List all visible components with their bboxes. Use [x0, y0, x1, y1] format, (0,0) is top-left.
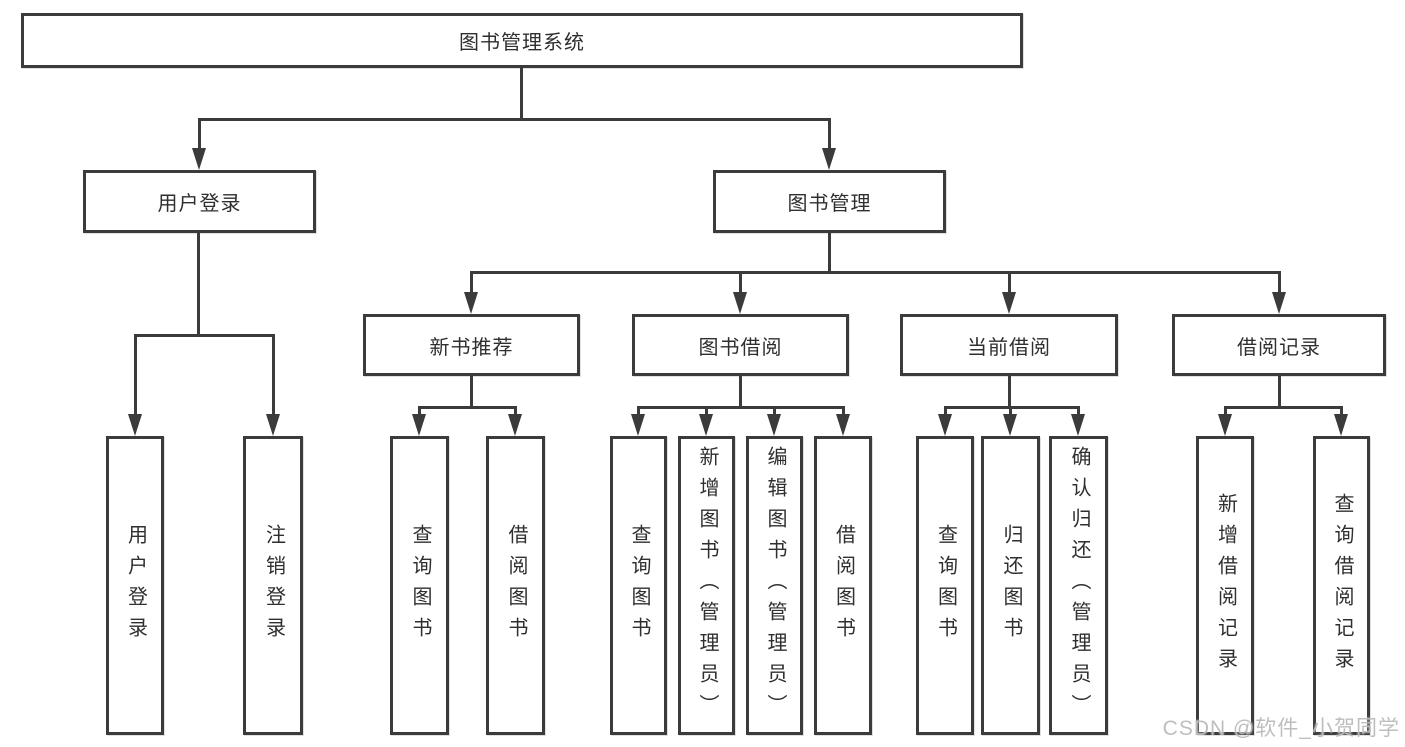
connector-line: [773, 406, 776, 416]
node-book-management: 图书管理: [713, 170, 946, 233]
connector-line: [198, 118, 831, 121]
leaf-logout-label: 注销登录: [262, 523, 285, 648]
connector-line: [1278, 376, 1281, 409]
leaf-user-login: 用户登录: [106, 436, 164, 735]
arrowhead-icon: [836, 414, 850, 436]
node-new-book-recommend: 新书推荐: [363, 314, 580, 376]
leaf-return-book: 归还图书: [981, 436, 1040, 735]
connector-line: [197, 233, 200, 336]
connector-line: [514, 406, 517, 416]
leaf-query-borrow-record: 查询借阅记录: [1313, 436, 1370, 735]
connector-line: [470, 271, 1280, 274]
node-user-login: 用户登录: [83, 170, 316, 233]
watermark: CSDN @软件_小贺同学: [1162, 717, 1400, 740]
connector-line: [1008, 271, 1011, 294]
leaf-user-login-label: 用户登录: [124, 523, 147, 648]
leaf-query-book-recommend-label: 查询图书: [409, 523, 431, 648]
connector-line: [520, 68, 523, 120]
leaf-confirm-return-admin-label: 确认归还（管理员）: [1068, 446, 1090, 725]
connector-line: [1009, 406, 1012, 416]
connector-line: [739, 271, 742, 294]
connector-line: [1278, 271, 1281, 294]
connector-line: [944, 406, 947, 416]
node-current-borrowing-label: 当前借阅: [967, 336, 1051, 359]
leaf-add-book-admin-label: 新增图书（管理员）: [696, 446, 718, 725]
arrowhead-icon: [508, 414, 522, 436]
leaf-borrow-book-recommend: 借阅图书: [486, 436, 545, 735]
connector-line: [134, 334, 137, 414]
connector-line: [944, 406, 1080, 409]
node-new-book-recommend-label: 新书推荐: [429, 336, 514, 359]
connector-line: [198, 118, 201, 150]
arrowhead-icon: [1218, 414, 1232, 436]
leaf-query-book-current-label: 查询图书: [934, 523, 957, 648]
leaf-return-book-label: 归还图书: [1000, 523, 1022, 648]
arrowhead-icon: [733, 292, 747, 314]
leaf-query-borrow-record-label: 查询借阅记录: [1331, 492, 1353, 679]
connector-line: [470, 271, 473, 294]
connector-line: [418, 406, 517, 409]
arrowhead-icon: [767, 414, 781, 436]
leaf-query-book-borrowing-label: 查询图书: [628, 523, 650, 648]
node-root: 图书管理系统: [21, 13, 1023, 68]
connector-line: [470, 376, 473, 409]
connector-line: [739, 376, 742, 409]
connector-line: [134, 334, 275, 337]
leaf-add-book-admin: 新增图书（管理员）: [678, 436, 735, 735]
leaf-borrow-book-recommend-label: 借阅图书: [505, 523, 527, 648]
connector-line: [1340, 406, 1343, 416]
node-book-management-label: 图书管理: [787, 193, 872, 215]
connector-line: [637, 406, 640, 416]
arrowhead-icon: [192, 148, 206, 170]
leaf-query-book-borrowing: 查询图书: [610, 436, 667, 735]
node-book-borrowing-label: 图书借阅: [698, 336, 783, 359]
leaf-query-book-current: 查询图书: [916, 436, 974, 735]
node-borrow-records-label: 借阅记录: [1237, 336, 1321, 359]
leaf-confirm-return-admin: 确认归还（管理员）: [1049, 436, 1108, 735]
connector-line: [705, 406, 708, 416]
arrowhead-icon: [464, 292, 478, 314]
arrowhead-icon: [1003, 414, 1017, 436]
arrowhead-icon: [1071, 414, 1085, 436]
arrowhead-icon: [699, 414, 713, 436]
arrowhead-icon: [822, 148, 836, 170]
leaf-borrow-book-borrowing: 借阅图书: [814, 436, 872, 735]
node-borrow-records: 借阅记录: [1172, 314, 1386, 376]
node-user-login-label: 用户登录: [157, 193, 242, 215]
connector-line: [842, 406, 845, 416]
connector-line: [1224, 406, 1343, 409]
connector-line: [637, 406, 845, 409]
arrowhead-icon: [128, 414, 142, 436]
leaf-add-borrow-record-label: 新增借阅记录: [1214, 492, 1237, 679]
arrowhead-icon: [266, 414, 280, 436]
leaf-edit-book-admin-label: 编辑图书（管理员）: [764, 446, 786, 725]
connector-line: [828, 118, 831, 150]
leaf-logout: 注销登录: [243, 436, 303, 735]
connector-line: [1008, 376, 1011, 409]
connector-line: [1077, 406, 1080, 416]
leaf-edit-book-admin: 编辑图书（管理员）: [746, 436, 803, 735]
arrowhead-icon: [938, 414, 952, 436]
arrowhead-icon: [1272, 292, 1286, 314]
connector-line: [272, 334, 275, 414]
arrowhead-icon: [1002, 292, 1016, 314]
node-current-borrowing: 当前借阅: [900, 314, 1118, 376]
arrowhead-icon: [631, 414, 645, 436]
node-book-borrowing: 图书借阅: [632, 314, 849, 376]
arrowhead-icon: [1334, 414, 1348, 436]
leaf-query-book-recommend: 查询图书: [390, 436, 449, 735]
node-root-label: 图书管理系统: [459, 32, 585, 54]
connector-line: [828, 233, 831, 273]
connector-line: [418, 406, 421, 416]
leaf-add-borrow-record: 新增借阅记录: [1196, 436, 1254, 735]
leaf-borrow-book-borrowing-label: 借阅图书: [832, 523, 855, 648]
connector-line: [1224, 406, 1227, 416]
arrowhead-icon: [412, 414, 426, 436]
